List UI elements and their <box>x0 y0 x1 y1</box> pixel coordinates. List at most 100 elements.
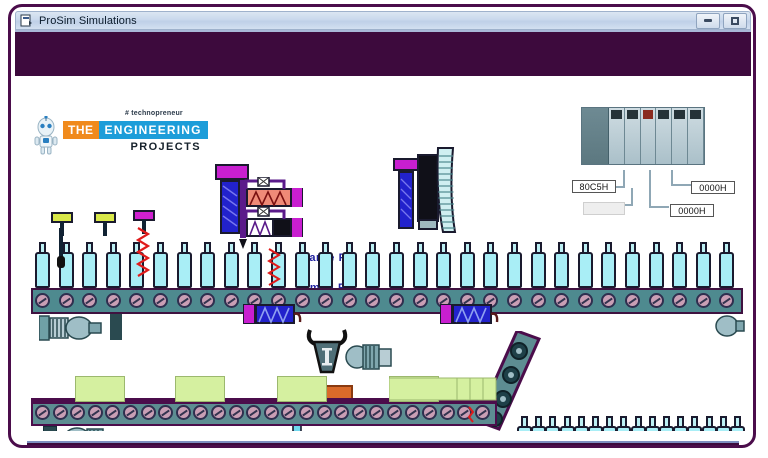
conveyor-roller <box>211 405 226 420</box>
top-conveyor-drive-motor[interactable] <box>38 314 103 342</box>
bottle <box>223 242 239 288</box>
top-conveyor-drive-motor-right[interactable] <box>715 314 745 338</box>
plc-register-1[interactable]: 80C5H <box>572 180 616 193</box>
bottle <box>673 416 689 431</box>
capper-liquid-column <box>398 171 414 229</box>
conveyor-roller <box>672 293 688 308</box>
pusher-actuator-left[interactable] <box>242 303 303 325</box>
bottle-neck <box>227 242 235 254</box>
bottle-body <box>530 252 546 288</box>
conveyor-roller <box>577 293 593 308</box>
conveyor-roller <box>412 293 428 308</box>
bottle <box>530 242 546 288</box>
bottle <box>601 242 617 288</box>
bottle <box>318 242 334 288</box>
conveyor-roller <box>200 293 216 308</box>
conveyor-roller <box>158 405 174 420</box>
packing-conveyor-drive-motor[interactable] <box>61 426 123 431</box>
bottle-neck <box>511 242 518 254</box>
plc-module-analog <box>640 108 657 164</box>
leader-line-3 <box>649 170 651 208</box>
capper-body[interactable] <box>417 154 439 230</box>
conveyor-roller <box>70 405 86 420</box>
fill-nozzle <box>239 236 247 249</box>
bottle-body <box>153 252 168 288</box>
bottle <box>577 242 593 288</box>
leader-line-1 <box>623 170 625 188</box>
bottle-body <box>701 426 717 431</box>
conveyor-roller <box>601 293 617 308</box>
bottle-body <box>247 252 263 288</box>
bottle-body <box>730 426 745 431</box>
conveyor-roller <box>58 293 74 308</box>
labeling-press[interactable] <box>303 328 351 388</box>
bottle-neck <box>180 242 188 254</box>
bottle-neck <box>699 242 707 254</box>
bottle-body <box>223 252 239 288</box>
bottle <box>554 242 570 288</box>
minimize-button[interactable] <box>696 12 720 29</box>
conveyor-roller <box>387 405 402 420</box>
plc-rack[interactable] <box>581 107 705 165</box>
bottle <box>715 416 731 431</box>
large-fill-valve[interactable] <box>244 176 286 190</box>
conveyor-roller <box>648 293 664 308</box>
bottle-body <box>483 252 499 288</box>
pusher-actuator-right[interactable] <box>439 303 500 325</box>
conveyor-roller <box>140 405 156 420</box>
conveyor-roller <box>351 405 367 420</box>
bottle-neck <box>535 416 543 428</box>
press-drive-motor[interactable] <box>345 341 393 373</box>
bottle-neck <box>652 242 660 254</box>
product-case <box>75 376 125 402</box>
footer-bar <box>27 441 739 445</box>
simulation-canvas[interactable]: # technopreneur THE ENGINEERING PROJECTS <box>15 76 751 431</box>
packing-conveyor-leg <box>43 426 57 431</box>
title-bar[interactable]: ProSim Simulations <box>15 11 751 30</box>
bottle-body <box>625 252 640 288</box>
maximize-button[interactable] <box>723 12 747 29</box>
plc-register-3[interactable]: 0000H <box>670 204 714 217</box>
tank-downpipe <box>240 180 246 238</box>
large-fill-cylinder[interactable] <box>246 186 304 209</box>
bottle-body <box>517 426 532 431</box>
bottle <box>545 416 561 431</box>
bottle-neck <box>298 242 306 254</box>
conveyor-roller <box>228 405 244 420</box>
bottle-neck <box>251 242 259 254</box>
conveyor-roller <box>294 293 310 308</box>
packing-reject-marker <box>467 406 475 426</box>
logo-wordmark: THE ENGINEERING <box>63 121 208 139</box>
bottle-body <box>389 252 404 288</box>
liquid-tank[interactable] <box>215 164 249 180</box>
conveyor-roller <box>316 405 332 420</box>
conveyor-roller <box>554 293 570 308</box>
bottle <box>507 242 522 288</box>
bottle <box>459 242 475 288</box>
bottle <box>616 416 632 431</box>
bottle-body <box>129 252 145 288</box>
window-frame: ProSim Simulations <box>8 4 756 448</box>
bottle-neck <box>345 242 353 254</box>
bottle <box>294 242 310 288</box>
conveyor-roller <box>82 293 98 308</box>
bottle-body <box>341 252 357 288</box>
conveyor-roller <box>175 405 191 420</box>
plc-register-4[interactable]: 0000H <box>691 181 735 194</box>
bottle <box>105 242 121 288</box>
bottle <box>517 416 532 431</box>
conveyor-roller <box>299 405 314 420</box>
conveyor-roller <box>719 293 735 308</box>
reject-spring-2 <box>267 248 281 288</box>
small-fill-valve[interactable] <box>244 206 286 220</box>
bottle-body <box>630 426 646 431</box>
bottle <box>531 416 547 431</box>
bottle <box>365 242 381 288</box>
bottle-neck <box>369 242 377 254</box>
conveyor-roller <box>87 405 103 420</box>
bottle <box>695 242 711 288</box>
conveyor-roller <box>35 405 50 420</box>
small-fill-cylinder[interactable] <box>246 216 304 239</box>
bottle-neck <box>629 242 636 254</box>
plc-register-2[interactable] <box>583 202 625 215</box>
